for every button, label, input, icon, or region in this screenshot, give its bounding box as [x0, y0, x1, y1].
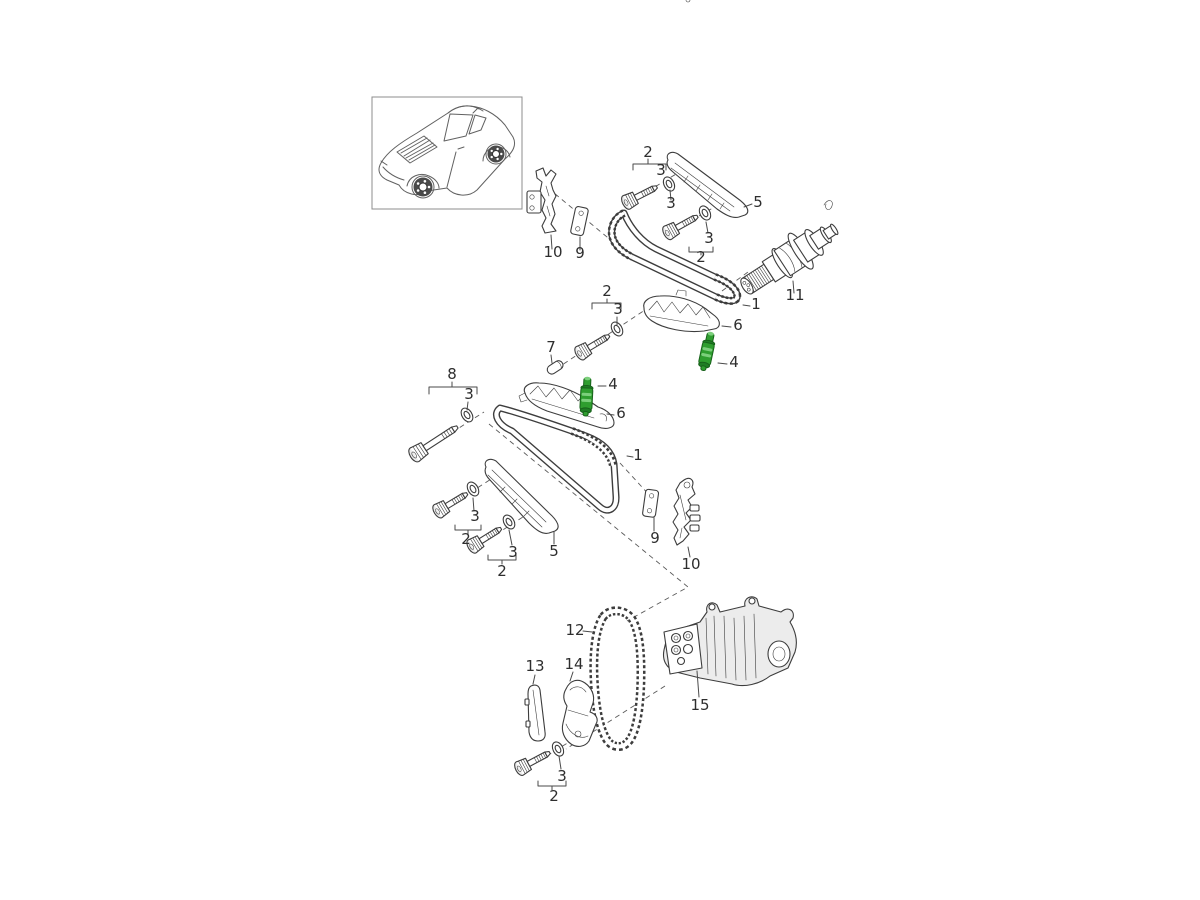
- part-label-2: 2: [461, 530, 471, 548]
- camshaft-clip: [823, 200, 833, 210]
- part-label-2: 2: [549, 787, 559, 805]
- part-label-9: 9: [575, 244, 585, 262]
- part-label-4: 4: [729, 353, 739, 371]
- part-label-2: 2: [602, 282, 612, 300]
- chain-tensioner-highlighted-left[interactable]: [578, 375, 595, 417]
- part-label-7: 7: [546, 338, 556, 356]
- guide-rail-top: [666, 151, 749, 218]
- part-label-2: 2: [497, 562, 507, 580]
- part-label-10: 10: [543, 243, 562, 261]
- part-label-13: 13: [525, 657, 544, 675]
- part-label-3: 3: [470, 507, 480, 525]
- callout-lines: [428, 158, 795, 791]
- washer-top-b: [696, 203, 714, 223]
- bolt-bottom: [512, 745, 554, 778]
- part-labels: 2 3 3 5 3 2 1 11 10 9 2 3 7 4 6 4 8 3 6 …: [447, 143, 804, 805]
- oil-pump: [662, 0, 797, 687]
- part-label-10: 10: [681, 555, 700, 573]
- mount-bracket-upper: [526, 167, 557, 234]
- washer-bottom: [549, 739, 567, 759]
- mount-bracket-lower: [672, 477, 701, 546]
- guide-rail-lower-left: [484, 458, 559, 534]
- tensioner-arm-14: [561, 679, 598, 747]
- oil-pump-chain: [589, 606, 646, 751]
- part-label-3: 3: [666, 194, 676, 212]
- part-label-3: 3: [656, 161, 666, 179]
- part-label-5: 5: [753, 193, 763, 211]
- tensioner-rail-lower: [518, 382, 615, 429]
- part-label-3: 3: [464, 385, 474, 403]
- part-label-8: 8: [447, 365, 457, 383]
- part-label-9: 9: [650, 529, 660, 547]
- bolt-lower-a: [430, 486, 472, 521]
- part-label-1: 1: [633, 446, 643, 464]
- vehicle-inset: [371, 96, 523, 210]
- part-label-15: 15: [690, 696, 709, 714]
- part-label-4: 4: [608, 375, 618, 393]
- part-label-12: 12: [565, 621, 584, 639]
- bolt-top-a: [619, 179, 661, 212]
- part-label-11: 11: [785, 286, 804, 304]
- bolt-top-b: [660, 209, 702, 242]
- part-label-3: 3: [557, 767, 567, 785]
- part-label-3: 3: [704, 229, 714, 247]
- part-label-6: 6: [733, 316, 743, 334]
- part-label-5: 5: [549, 542, 559, 560]
- shim-plate-lower: [642, 488, 660, 518]
- washer-lower-b: [500, 512, 518, 532]
- chain-tensioner-highlighted-right[interactable]: [696, 330, 718, 373]
- timing-chain-upper: [607, 209, 742, 305]
- tensioner-rail-upper: [643, 289, 720, 333]
- part-label-14: 14: [564, 655, 583, 673]
- part-label-1: 1: [751, 295, 761, 313]
- part-label-3: 3: [613, 300, 623, 318]
- car-sketch: [378, 105, 516, 199]
- shim-plate-upper: [570, 206, 589, 237]
- part-label-2: 2: [696, 248, 706, 266]
- part-label-2: 2: [643, 143, 653, 161]
- chain-guide-13: [524, 684, 546, 742]
- bolt-long-8: [405, 419, 463, 465]
- part-label-3: 3: [508, 543, 518, 561]
- bolt-middle: [572, 328, 614, 363]
- dowel-pin: [546, 360, 564, 375]
- timing-chain-lower: [493, 404, 620, 514]
- camshaft: [740, 223, 839, 295]
- part-label-6: 6: [616, 404, 626, 422]
- bolt-lower-b: [464, 521, 506, 556]
